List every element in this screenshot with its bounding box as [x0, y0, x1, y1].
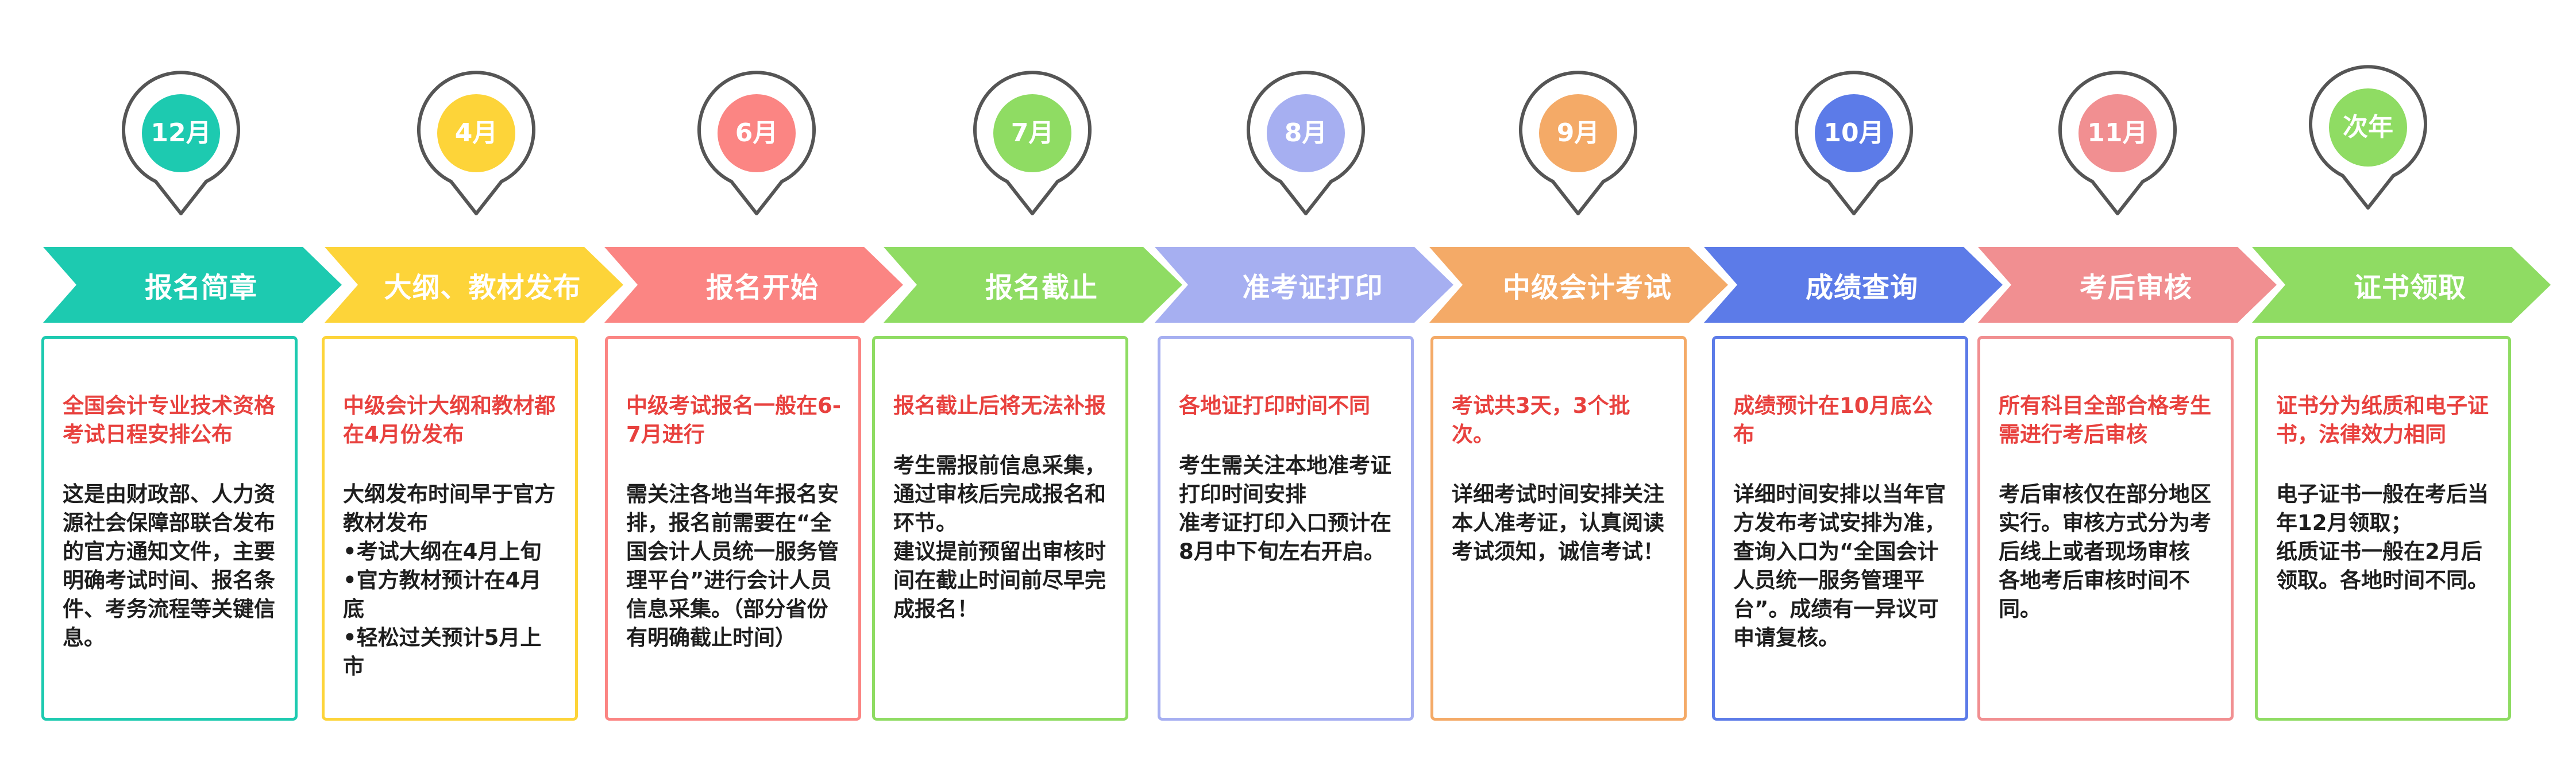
- month-pin: 8月: [1239, 69, 1372, 218]
- stage-title: 报名开始: [705, 272, 819, 304]
- month-label: 12月: [151, 118, 211, 148]
- card-body: 需关注各地当年报名安排，报名前需要在“全国会计人员统一服务管理平台”进行会计人员…: [626, 482, 839, 650]
- stage-arrow: 成绩查询: [1704, 247, 2003, 323]
- map-pin-icon: [2058, 71, 2177, 215]
- map-pin-icon: [1247, 71, 1365, 215]
- chevron-arrow-shape: [325, 247, 623, 323]
- card-heading: 中级考试报名一般在6-7月进行: [626, 393, 842, 447]
- stage-arrow: 考后审核: [1978, 247, 2277, 323]
- stage-arrow: 报名简章: [43, 247, 342, 323]
- chevron-arrow-shape: [43, 247, 342, 323]
- stage-arrow: 报名开始: [604, 247, 903, 323]
- stage-title: 大纲、教材发布: [384, 272, 581, 304]
- stage-title: 证书领取: [2353, 272, 2466, 304]
- card-heading: 证书分为纸质和电子证书，法律效力相同: [2276, 393, 2489, 447]
- card-body: 大纲发布时间早于官方教材发布 •考试大纲在4月上旬 •官方教材预计在4月底 •轻…: [343, 482, 556, 679]
- chevron-arrow-shape: [1155, 247, 1453, 323]
- stage-card: 中级考试报名一般在6-7月进行需关注各地当年报名安排，报名前需要在“全国会计人员…: [605, 336, 861, 721]
- month-label: 4月: [454, 118, 498, 148]
- stage-arrow: 大纲、教材发布: [325, 247, 623, 323]
- stage-card: 考试共3天，3个批次。详细考试时间安排关注本人准考证，认真阅读考试须知，诚信考试…: [1430, 336, 1687, 721]
- stage-arrow: 报名截止: [884, 247, 1182, 323]
- card-body: 这是由财政部、人力资源社会保障部联合发布的官方通知文件，主要明确考试时间、报名条…: [63, 482, 275, 650]
- map-pin-icon: [1519, 71, 1637, 215]
- map-pin-icon: [1795, 71, 1913, 215]
- stage-arrow: 证书领取: [2252, 247, 2551, 323]
- card-body: 考生需关注本地准考证打印时间安排 准考证打印入口预计在8月中下旬左右开启。: [1179, 453, 1391, 564]
- chevron-arrow-shape: [1429, 247, 1728, 323]
- chevron-arrow-shape: [1978, 247, 2277, 323]
- card-heading: 中级会计大纲和教材都在4月份发布: [343, 393, 556, 447]
- map-pin-icon: [2309, 65, 2427, 210]
- stage-title: 准考证打印: [1242, 272, 1383, 304]
- card-heading: 报名截止后将无法补报: [893, 393, 1106, 418]
- card-heading: 各地证打印时间不同: [1179, 393, 1370, 418]
- stage-card: 中级会计大纲和教材都在4月份发布大纲发布时间早于官方教材发布 •考试大纲在4月上…: [322, 336, 578, 721]
- month-pin: 6月: [690, 69, 823, 218]
- card-heading: 成绩预计在10月底公布: [1733, 393, 1933, 447]
- chevron-arrow-shape: [884, 247, 1182, 323]
- month-label: 11月: [2087, 118, 2148, 148]
- stage-title: 中级会计考试: [1502, 272, 1672, 304]
- stage-title: 报名截止: [985, 272, 1098, 304]
- month-pin: 次年: [2301, 63, 2435, 212]
- month-pin: 11月: [2051, 69, 2184, 218]
- card-heading: 全国会计专业技术资格考试日程安排公布: [63, 393, 275, 447]
- month-label: 次年: [2343, 113, 2393, 142]
- month-label: 10月: [1823, 118, 1884, 148]
- map-pin-icon: [122, 71, 240, 215]
- stage-arrow: 准考证打印: [1155, 247, 1453, 323]
- card-body: 详细时间安排以当年官方发布考试安排为准，查询入口为“全国会计人员统一服务管理平台…: [1733, 482, 1946, 650]
- stage-title: 考后审核: [2079, 272, 2192, 304]
- stage-title: 成绩查询: [1805, 272, 1918, 304]
- month-pin: 12月: [114, 69, 248, 218]
- chevron-arrow-shape: [604, 247, 903, 323]
- card-body: 详细考试时间安排关注本人准考证，认真阅读考试须知，诚信考试！: [1452, 482, 1664, 564]
- card-body: 电子证书一般在考后当年12月领取； 纸质证书一般在2月后领取。各地时间不同。: [2276, 482, 2489, 593]
- map-pin-icon: [973, 71, 1092, 215]
- month-pin: 4月: [410, 69, 543, 218]
- card-body: 考生需报前信息采集，通过审核后完成报名和环节。 建议提前预留出审核时间在截止时间…: [893, 453, 1106, 621]
- card-heading: 所有科目全部合格考生需进行考后审核: [1999, 393, 2211, 447]
- month-pin: 10月: [1787, 69, 1921, 218]
- month-label: 6月: [735, 118, 778, 148]
- map-pin-icon: [417, 71, 535, 215]
- month-pin: 9月: [1511, 69, 1645, 218]
- stage-card: 所有科目全部合格考生需进行考后审核考后审核仅在部分地区实行。审核方式分为考后线上…: [1977, 336, 2234, 721]
- card-body: 考后审核仅在部分地区实行。审核方式分为考后线上或者现场审核 各地考后审核时间不同…: [1999, 482, 2211, 621]
- stage-title: 报名简章: [144, 272, 257, 304]
- stage-card: 各地证打印时间不同考生需关注本地准考证打印时间安排 准考证打印入口预计在8月中下…: [1158, 336, 1414, 721]
- card-heading: 考试共3天，3个批次。: [1452, 393, 1630, 447]
- stage-card: 成绩预计在10月底公布详细时间安排以当年官方发布考试安排为准，查询入口为“全国会…: [1712, 336, 1968, 721]
- stage-card: 证书分为纸质和电子证书，法律效力相同电子证书一般在考后当年12月领取； 纸质证书…: [2255, 336, 2511, 721]
- month-label: 7月: [1011, 118, 1054, 148]
- stage-arrow: 中级会计考试: [1429, 247, 1728, 323]
- chevron-arrow-shape: [1704, 247, 2003, 323]
- month-label: 8月: [1284, 118, 1328, 148]
- stage-card: 全国会计专业技术资格考试日程安排公布这是由财政部、人力资源社会保障部联合发布的官…: [41, 336, 298, 721]
- stage-card: 报名截止后将无法补报考生需报前信息采集，通过审核后完成报名和环节。 建议提前预留…: [872, 336, 1128, 721]
- chevron-arrow-shape: [2252, 247, 2551, 323]
- month-pin: 7月: [966, 69, 1099, 218]
- month-label: 9月: [1556, 118, 1600, 148]
- map-pin-icon: [697, 71, 816, 215]
